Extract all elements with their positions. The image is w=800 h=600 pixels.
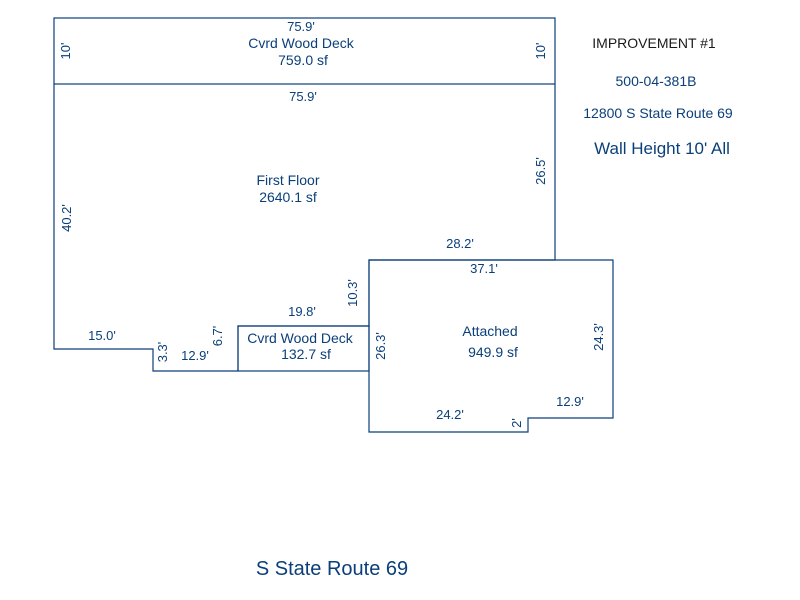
property-address: 12800 S State Route 69 [583,105,733,121]
wall-height-note: Wall Height 10' All [594,139,730,158]
dim-attached-left-height: 26.3' [373,332,388,360]
dim-small-deck-height: 6.7' [210,326,225,347]
deck-top-name: Cvrd Wood Deck [248,35,355,51]
dim-floor-notch-height: 10.3' [345,279,360,307]
deck-small-area: 132.7 sf [281,346,331,362]
dim-floor-right-height: 26.5' [533,157,548,185]
attached-name: Attached [462,323,517,339]
first-floor-name: First Floor [257,172,320,188]
dim-attached-top-offset: 28.2' [446,236,474,251]
deck-top-area: 759.0 sf [278,52,328,68]
dim-floor-left-height: 40.2' [59,204,74,232]
dim-deck-left-depth: 10' [58,43,73,60]
dim-attached-bottom-right: 12.9' [556,394,584,409]
attached-area: 949.9 sf [468,344,518,360]
dim-attached-right-height: 24.3' [591,323,606,351]
first-floor-area: 2640.1 sf [259,189,317,205]
dim-floor-top-width: 75.9' [289,89,317,104]
dim-attached-step: 2' [509,418,524,428]
dim-deck-top-width: 75.9' [287,19,315,34]
dim-attached-bottom-width: 24.2' [436,407,464,422]
dim-floor-bottom-mid: 12.9' [181,348,209,363]
dim-floor-bottom-left: 15.0' [88,328,116,343]
parcel-number: 500-04-381B [616,73,697,89]
dim-small-deck-width: 19.8' [288,304,316,319]
dim-attached-top-width: 37.1' [470,261,498,276]
attached-garage-outline [368,259,614,433]
dim-deck-right-depth: 10' [533,43,548,60]
dim-floor-step-down: 3.3' [155,342,170,363]
deck-small-name: Cvrd Wood Deck [247,330,354,346]
covered-deck-top-outline [53,17,556,85]
improvement-title: IMPROVEMENT #1 [592,35,716,51]
road-label: S State Route 69 [256,558,408,580]
